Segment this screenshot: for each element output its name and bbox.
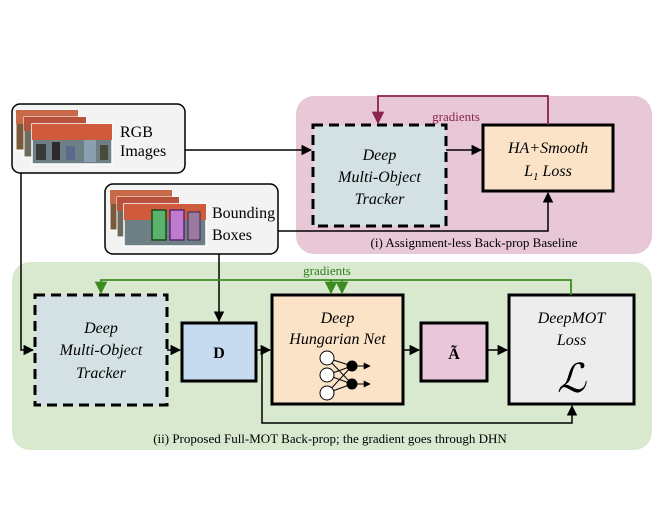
bounding-boxes-input: Bounding Boxes [104, 183, 279, 255]
proposed-tracker-box: Deep Multi-Object Tracker [33, 293, 169, 407]
assignment-matrix-box: Ã [419, 321, 489, 383]
baseline-caption: (i) Assignment-less Back-prop Baseline [371, 235, 578, 250]
baseline-loss-subscript: 1 [533, 171, 539, 183]
baseline-tracker-box: Deep Multi-Object Tracker [311, 123, 448, 228]
baseline-loss-rest: Loss [539, 163, 572, 180]
baseline-tracker-line1: Deep [362, 147, 397, 164]
deepmot-loss-line1: DeepMOT [537, 310, 607, 327]
rgb-label-line1: RGB [120, 124, 153, 141]
proposed-gradients-label: gradients [303, 263, 351, 278]
rgb-label-line2: Images [120, 143, 166, 160]
deepmot-loss-line2: Loss [556, 332, 586, 349]
arrow-d-to-deepmot-loss [261, 350, 578, 424]
baseline-gradient-arrow [371, 95, 549, 125]
arrow-bbox-to-baseline-loss [278, 191, 554, 232]
arrow-rgb-to-proposed-tracker [20, 173, 35, 356]
deep-hungarian-net-box: Deep Hungarian Net [270, 293, 405, 406]
baseline-loss-line1: HA+Smooth [507, 140, 588, 157]
proposed-caption: (ii) Proposed Full-MOT Back-prop; the gr… [153, 431, 507, 446]
baseline-gradients-label: gradients [432, 109, 480, 124]
bbox-label-line1: Bounding [212, 205, 275, 222]
proposed-tracker-line3: Tracker [76, 365, 127, 382]
distance-matrix-box: D [180, 321, 258, 383]
rgb-frames-image [15, 109, 113, 165]
dhn-line1: Deep [320, 310, 355, 327]
assignment-matrix-label: Ã [448, 344, 460, 363]
gradient-loss-to-tracker [94, 279, 572, 295]
distance-matrix-label: D [213, 345, 225, 362]
proposed-tracker-line1: Deep [83, 320, 118, 337]
baseline-loss-line2: L1 Loss [523, 163, 572, 183]
black-arrows [20, 144, 578, 424]
dhn-line2: Hungarian Net [288, 331, 386, 348]
neural-net-icon [319, 350, 371, 401]
baseline-tracker-line3: Tracker [355, 191, 406, 208]
bbox-frames-image [109, 189, 207, 247]
bbox-label-line2: Boxes [212, 227, 252, 244]
proposed-gradient-arrows [94, 279, 572, 295]
baseline-loss-l: L [523, 163, 533, 180]
proposed-tracker-line2: Multi-Object [59, 342, 143, 359]
baseline-loss-box: HA+Smooth L1 Loss [481, 123, 615, 193]
deepmot-loss-box: DeepMOT Loss ℒ [507, 293, 636, 406]
deepmot-loss-symbol: ℒ [557, 356, 587, 401]
baseline-tracker-line2: Multi-Object [337, 169, 421, 186]
rgb-images-input: RGB Images [11, 103, 186, 174]
